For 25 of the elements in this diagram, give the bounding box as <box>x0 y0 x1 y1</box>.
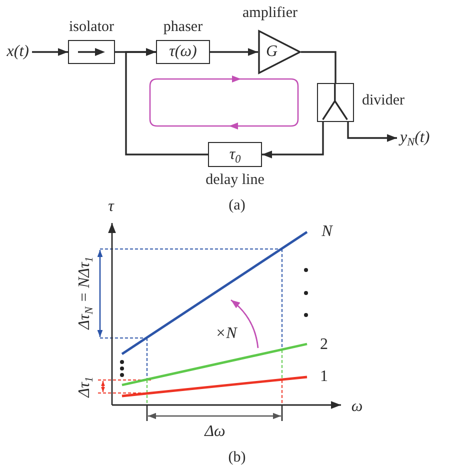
line-label: 1 <box>320 369 328 385</box>
axis-label: τ <box>108 199 114 215</box>
symbol-label: G <box>266 44 278 60</box>
block-label: delay line <box>206 173 264 188</box>
panel-label: (b) <box>228 450 246 466</box>
arrow <box>125 48 208 156</box>
arrow <box>347 122 397 142</box>
arrow <box>210 48 258 56</box>
panel-label: (a) <box>228 198 246 214</box>
block-label: isolator <box>69 20 114 35</box>
line-label: 2 <box>320 337 328 353</box>
arrow <box>32 48 68 56</box>
connector-line <box>301 51 336 83</box>
multiplier-label: ×N <box>215 326 237 342</box>
signal-label: x(t) <box>6 44 29 60</box>
block-label: amplifier <box>242 6 298 21</box>
signal-label: y$_{N}$(t) <box>400 130 430 146</box>
block-label: phaser <box>163 20 203 35</box>
line-label: N <box>322 224 332 240</box>
dimension-label: Δω <box>204 424 226 440</box>
axis-label: ω <box>351 399 363 415</box>
symbol-label: τ$_{0}$ <box>229 146 241 162</box>
block-label: divider <box>362 93 404 108</box>
arrow <box>262 122 324 158</box>
symbol-label: τ(ω) <box>169 44 197 60</box>
